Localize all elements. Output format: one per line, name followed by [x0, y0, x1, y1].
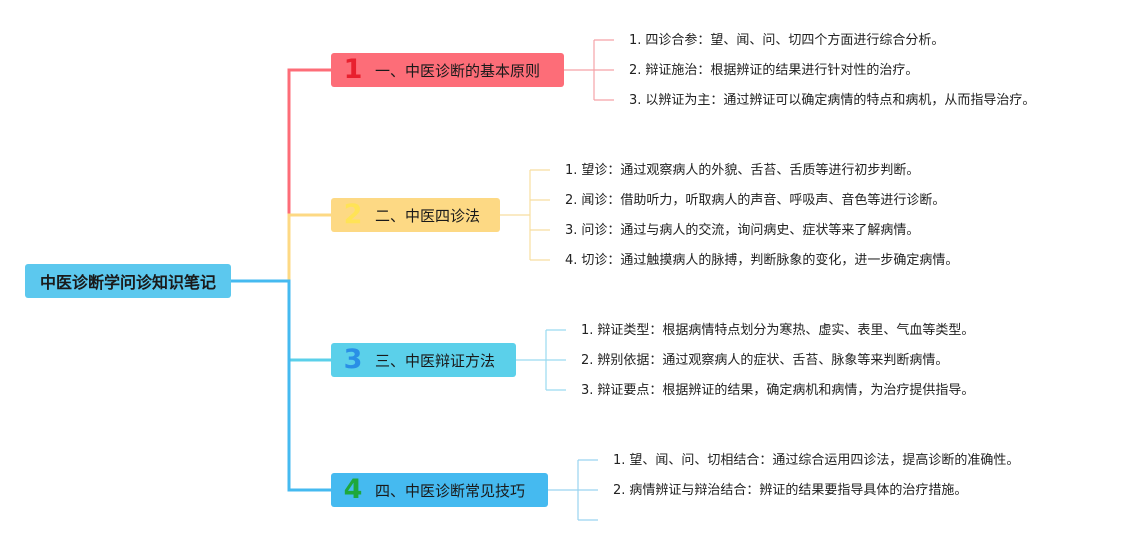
branch-number-1: 1 — [343, 54, 363, 85]
leaf-index: 2. — [613, 483, 626, 498]
leaf-text: 闻诊：借助听力，听取病人的声音、呼吸声、音色等进行诊断。 — [581, 193, 946, 208]
leaf-text: 辩证类型：根据病情特点划分为寒热、虚实、表里、气血等类型。 — [597, 323, 975, 338]
leaf-3-3[interactable]: 3.辩证要点：根据辨证的结果，确定病机和病情，为治疗提供指导。 — [581, 382, 974, 400]
leaf-index: 1. — [581, 323, 594, 338]
connector-root-branch-4 — [231, 279, 331, 492]
leaf-text: 切诊：通过触摸病人的脉搏，判断脉象的变化，进一步确定病情。 — [581, 253, 959, 268]
branch-number-4: 4 — [343, 474, 363, 505]
leaf-index: 4. — [565, 253, 578, 268]
leaf-text: 望、闻、问、切相结合：通过综合运用四诊法，提高诊断的准确性。 — [629, 453, 1020, 468]
leaf-1-1[interactable]: 1.四诊合参：望、闻、问、切四个方面进行综合分析。 — [629, 32, 944, 50]
leaf-3-1[interactable]: 1.辩证类型：根据病情特点划分为寒热、虚实、表里、气血等类型。 — [581, 322, 974, 340]
connector-branch-4-leaves — [548, 459, 598, 521]
leaf-3-2[interactable]: 2.辨别依据：通过观察病人的症状、舌苔、脉象等来判断病情。 — [581, 352, 948, 370]
branch-node-1[interactable]: 1 一、中医诊断的基本原则 — [331, 53, 564, 87]
leaf-text: 望诊：通过观察病人的外貌、舌苔、舌质等进行初步判断。 — [581, 163, 920, 178]
leaf-text: 辨别依据：通过观察病人的症状、舌苔、脉象等来判断病情。 — [597, 353, 949, 368]
leaf-1-2[interactable]: 2.辩证施治：根据辨证的结果进行针对性的治疗。 — [629, 62, 918, 80]
leaf-index: 1. — [565, 163, 578, 178]
leaf-index: 2. — [629, 63, 642, 78]
leaf-index: 3. — [629, 93, 642, 108]
branch-node-4[interactable]: 4 四、中医诊断常见技巧 — [331, 473, 548, 507]
root-title: 中医诊断学问诊知识笔记 — [39, 273, 216, 292]
branch-title-1: 一、中医诊断的基本原则 — [375, 61, 541, 80]
leaf-text: 问诊：通过与病人的交流，询问病史、症状等来了解病情。 — [581, 223, 920, 238]
connector-root-branch-2 — [231, 213, 331, 283]
branch-node-3[interactable]: 3 三、中医辩证方法 — [331, 343, 516, 377]
leaf-4-2[interactable]: 2.病情辨证与辩治结合：辨证的结果要指导具体的治疗措施。 — [613, 482, 967, 500]
leaf-text: 辩证要点：根据辨证的结果，确定病机和病情，为治疗提供指导。 — [597, 383, 975, 398]
leaf-index: 1. — [629, 33, 642, 48]
root-node[interactable]: 中医诊断学问诊知识笔记 — [25, 264, 231, 298]
connector-root-branch-1 — [231, 68, 331, 283]
leaf-4-1[interactable]: 1.望、闻、问、切相结合：通过综合运用四诊法，提高诊断的准确性。 — [613, 452, 1019, 470]
leaf-2-1[interactable]: 1.望诊：通过观察病人的外貌、舌苔、舌质等进行初步判断。 — [565, 162, 919, 180]
leaf-2-3[interactable]: 3.问诊：通过与病人的交流，询问病史、症状等来了解病情。 — [565, 222, 919, 240]
branch-node-2[interactable]: 2 二、中医四诊法 — [331, 198, 500, 232]
leaf-index: 3. — [581, 383, 594, 398]
leaf-index: 2. — [581, 353, 594, 368]
branch-title-4: 四、中医诊断常见技巧 — [375, 481, 526, 500]
connector-branch-2-leaves — [500, 169, 550, 261]
connector-branch-1-leaves — [564, 39, 614, 101]
leaf-2-4[interactable]: 4.切诊：通过触摸病人的脉搏，判断脉象的变化，进一步确定病情。 — [565, 252, 958, 270]
branch-number-3: 3 — [343, 344, 363, 375]
leaf-1-3[interactable]: 3.以辨证为主：通过辨证可以确定病情的特点和病机，从而指导治疗。 — [629, 92, 1035, 110]
leaf-text: 四诊合参：望、闻、问、切四个方面进行综合分析。 — [645, 33, 945, 48]
leaf-text: 病情辨证与辩治结合：辨证的结果要指导具体的治疗措施。 — [629, 483, 968, 498]
branch-title-2: 二、中医四诊法 — [375, 206, 481, 225]
leaf-index: 1. — [613, 453, 626, 468]
leaf-text: 以辨证为主：通过辨证可以确定病情的特点和病机，从而指导治疗。 — [645, 93, 1036, 108]
branch-title-3: 三、中医辩证方法 — [375, 351, 496, 370]
leaf-2-2[interactable]: 2.闻诊：借助听力，听取病人的声音、呼吸声、音色等进行诊断。 — [565, 192, 945, 210]
connector-root-branch-3 — [231, 279, 331, 362]
leaf-index: 3. — [565, 223, 578, 238]
branch-number-2: 2 — [343, 199, 363, 230]
leaf-text: 辩证施治：根据辨证的结果进行针对性的治疗。 — [645, 63, 919, 78]
connector-branch-3-leaves — [516, 329, 566, 391]
leaf-index: 2. — [565, 193, 578, 208]
